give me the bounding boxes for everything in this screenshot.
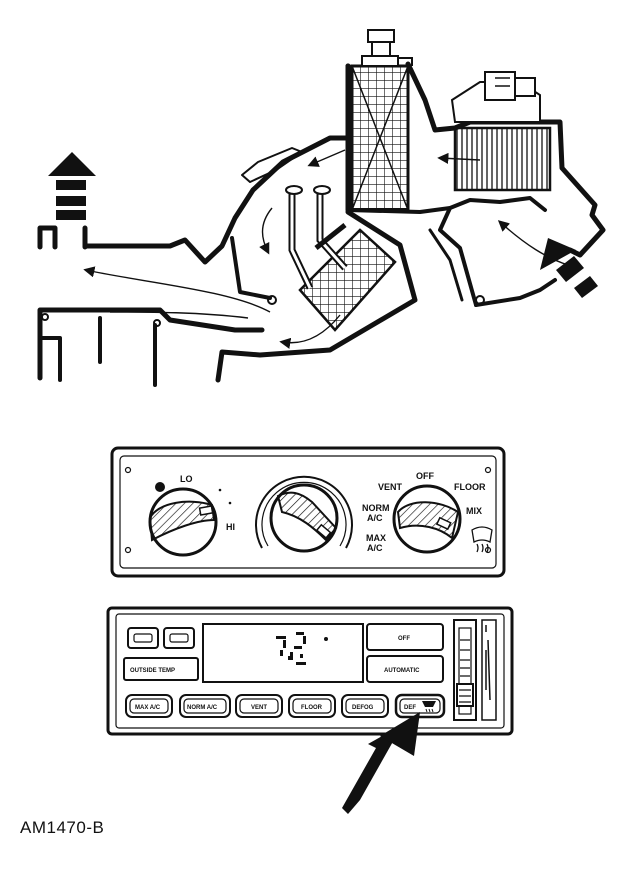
- defrost-label: DEF: [404, 705, 416, 711]
- automatic-button[interactable]: [366, 655, 444, 683]
- figure-id-label: AM1470-B: [20, 818, 105, 837]
- outside-temp-button[interactable]: [123, 657, 199, 681]
- function-button-row: MAX A/C NORM A/C VENT FLOOR DEFOG DEF: [125, 693, 446, 719]
- off-button-label: OFF: [398, 636, 410, 642]
- airflow-cutaway: [37, 61, 606, 387]
- inlet-arrow-icon: [540, 238, 598, 298]
- heater-core: [285, 185, 397, 332]
- mode-max-ac-top: MAX: [366, 533, 386, 543]
- fan-off-dot: [155, 482, 165, 492]
- mode-norm-ac-top: NORM: [362, 503, 390, 513]
- defog-label: DEFOG: [352, 705, 374, 711]
- mode-select-knob[interactable]: [392, 484, 462, 554]
- vent-label: VENT: [251, 705, 267, 711]
- mode-mix-label: MIX: [466, 506, 482, 516]
- norm-ac-label: NORM A/C: [187, 705, 218, 711]
- fan-slider-scale: [481, 619, 497, 721]
- evaporator-core: [350, 29, 413, 212]
- outlet-arrow-icon: [48, 152, 96, 220]
- floor-button[interactable]: [288, 694, 336, 718]
- fan-speed-knob[interactable]: [148, 487, 218, 557]
- mode-max-ac-bottom: A/C: [367, 543, 383, 553]
- temp-down-button[interactable]: [127, 627, 159, 649]
- automatic-control-panel: OUTSIDE TEMP OFF AUTOMATIC: [106, 606, 514, 736]
- fan-lo-label: LO: [180, 474, 193, 484]
- temperature-knob[interactable]: [255, 475, 353, 553]
- floor-label: FLOOR: [301, 705, 323, 711]
- blower-housing: [450, 71, 552, 192]
- mode-off-label: OFF: [416, 471, 434, 481]
- norm-ac-button[interactable]: [179, 694, 231, 718]
- temp-up-button[interactable]: [163, 627, 195, 649]
- pointer-arrow-icon: [342, 712, 420, 814]
- fan-hi-label: HI: [226, 522, 235, 532]
- max-ac-label: MAX A/C: [135, 705, 161, 711]
- display-digits: [276, 632, 328, 665]
- outside-temp-label: OUTSIDE TEMP: [130, 668, 175, 674]
- automatic-button-label: AUTOMATIC: [384, 668, 420, 674]
- vent-button[interactable]: [235, 694, 283, 718]
- defog-button[interactable]: [341, 694, 389, 718]
- windshield-defrost-icon: [471, 526, 493, 553]
- mode-floor-label: FLOOR: [454, 482, 486, 492]
- off-button[interactable]: [366, 623, 444, 651]
- mode-vent-label: VENT: [378, 482, 403, 492]
- defrost-button[interactable]: [394, 693, 446, 719]
- mode-norm-ac-bottom: A/C: [367, 513, 383, 523]
- defrost-button-icon: [422, 701, 436, 713]
- manual-control-panel: LO HI OFF VENT FLOOR NORM A/C MIX MAX A/…: [110, 446, 506, 578]
- max-ac-button[interactable]: [125, 694, 173, 718]
- fan-slider[interactable]: [453, 619, 477, 721]
